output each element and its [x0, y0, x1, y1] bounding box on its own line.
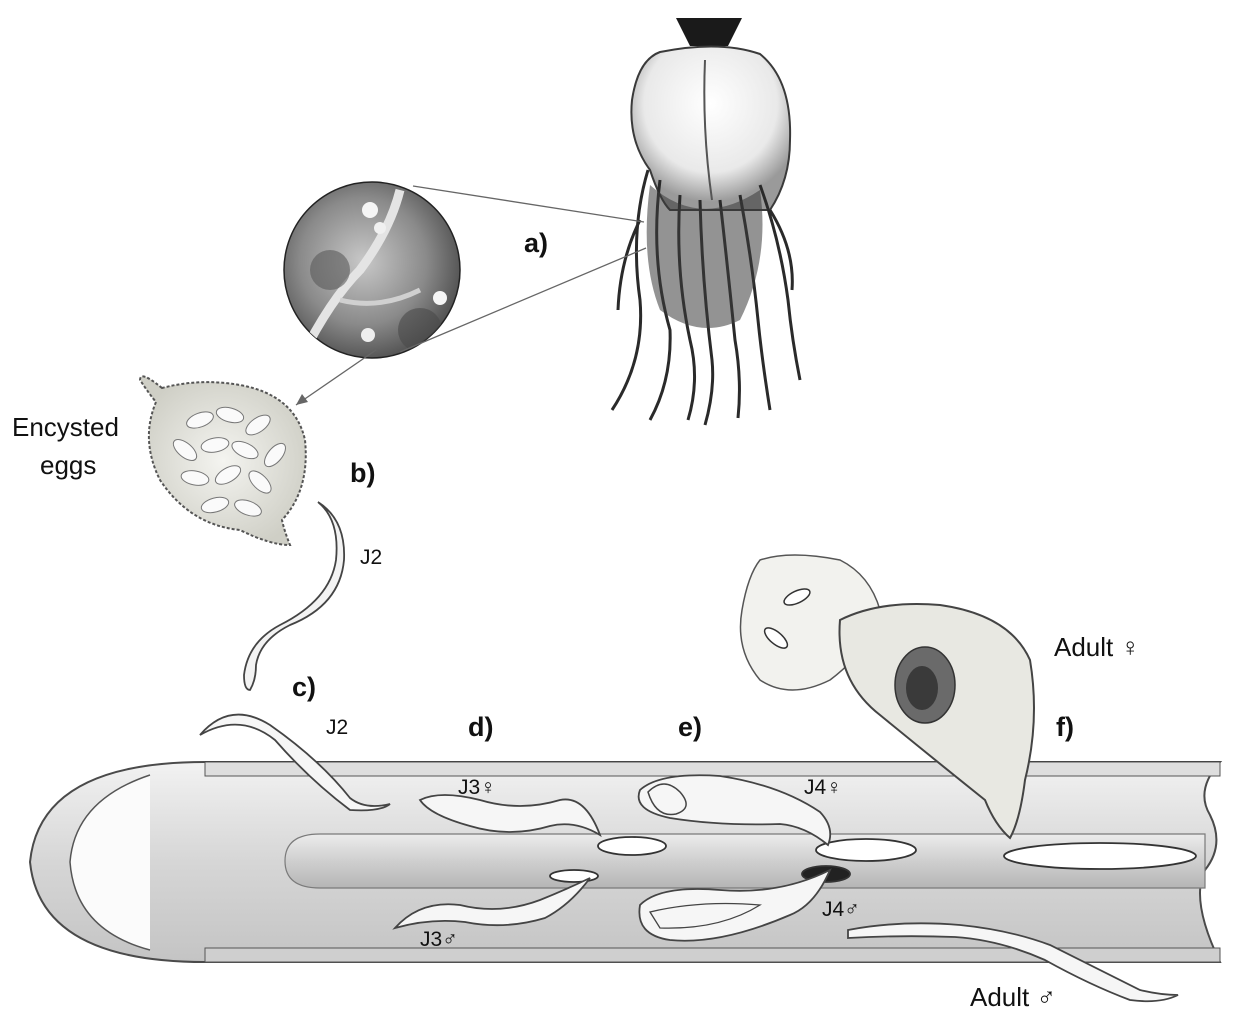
- cyst-with-eggs: [140, 376, 306, 545]
- adult-female-label: Adult ♀: [1054, 632, 1140, 663]
- encysted-eggs-label-line2: eggs: [40, 450, 96, 481]
- j3-male-label: J3♂: [420, 928, 458, 952]
- encysted-eggs-label-line1: Encysted: [12, 412, 119, 443]
- stage-label-b: b): [350, 458, 375, 489]
- j2-label-free: J2: [360, 546, 382, 570]
- stage-label-d: d): [468, 712, 493, 743]
- j2-label-root: J2: [326, 716, 348, 740]
- stage-label-f: f): [1056, 712, 1074, 743]
- stage-label-c: c): [292, 672, 316, 703]
- beet-crown: [676, 18, 742, 46]
- stage-label-a: a): [524, 228, 548, 259]
- j3-female-label: J3♀: [458, 776, 496, 800]
- adult-male-label: Adult ♂: [970, 982, 1056, 1013]
- j4-female-label: J4♀: [804, 776, 842, 800]
- root-magnified-photo: [284, 182, 646, 405]
- stage-label-e: e): [678, 712, 702, 743]
- j4-male-label: J4♂: [822, 898, 860, 922]
